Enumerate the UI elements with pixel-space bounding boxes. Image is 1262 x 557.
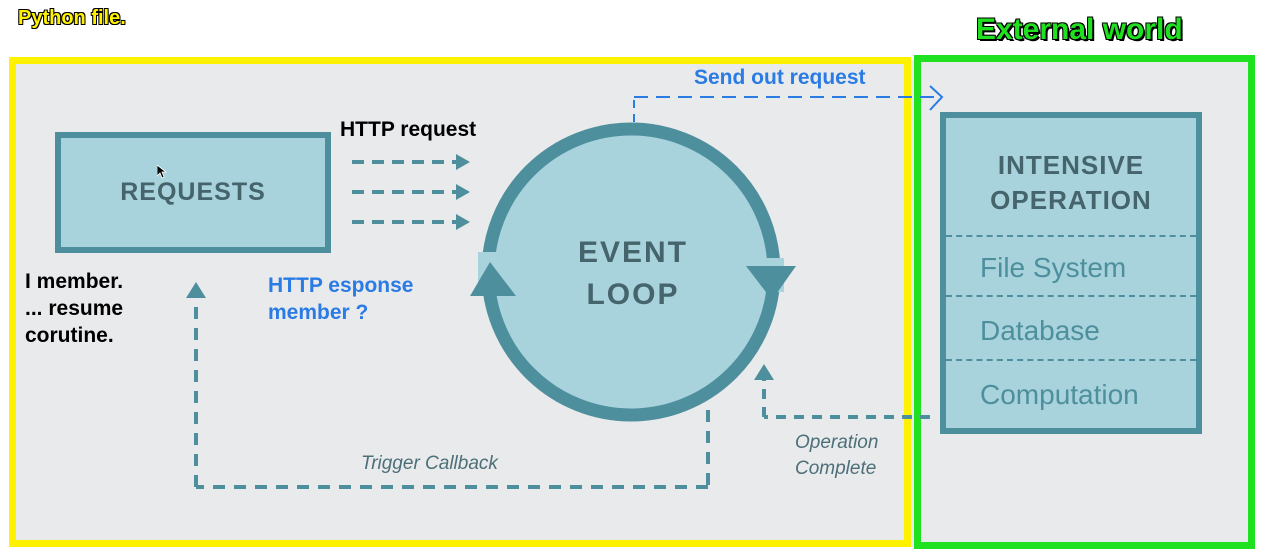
python-file-frame <box>9 57 911 547</box>
requests-box: REQUESTS <box>55 132 331 253</box>
request-arrowheads <box>456 154 470 230</box>
row-divider <box>946 235 1196 237</box>
operation-complete-line-1: Operation <box>795 432 879 453</box>
row-divider <box>946 295 1196 297</box>
send-out-request-annotation: Send out request <box>694 66 866 89</box>
intensive-operation-title: INTENSIVE OPERATION <box>946 148 1196 218</box>
intensive-title-line-1: INTENSIVE <box>997 150 1145 180</box>
intensive-operation-box: INTENSIVE OPERATION File System Database… <box>940 112 1202 434</box>
event-loop-line-2: LOOP <box>586 278 680 311</box>
request-arrows <box>352 160 458 224</box>
database-row: Database <box>980 315 1100 346</box>
external-world-label: External world <box>976 13 1183 46</box>
file-system-row: File System <box>980 252 1127 283</box>
mouse-cursor-icon <box>157 165 167 179</box>
loop-arrowhead-left <box>470 262 516 296</box>
python-file-label: Python file. <box>18 7 126 29</box>
operation-complete-arrow <box>762 380 930 419</box>
member-note-line-1: I member. <box>25 270 124 293</box>
trigger-callback-arrow <box>194 300 710 489</box>
event-loop-line-1: EVENT <box>577 236 689 269</box>
loop-arrowhead-right <box>746 266 796 300</box>
http-request-annotation: HTTP request <box>340 118 477 141</box>
row-divider <box>946 359 1196 361</box>
send-out-request-arrow <box>633 85 944 122</box>
requests-label: REQUESTS <box>120 178 266 206</box>
member-note-line-3: corutine. <box>25 324 114 347</box>
member-note-line-2: ... resume <box>25 297 124 320</box>
event-loop-label: EVENT LOOP <box>548 232 718 316</box>
operation-complete-line-2: Complete <box>795 458 877 479</box>
trigger-callback-label: Trigger Callback <box>361 453 498 474</box>
computation-row: Computation <box>980 379 1139 410</box>
operation-complete-label: Operation Complete <box>795 430 878 482</box>
external-world-frame <box>914 55 1255 549</box>
member-note-annotation: I member. ... resume corutine. <box>25 268 123 349</box>
intensive-title-line-2: OPERATION <box>990 185 1152 215</box>
http-response-line-2: member ? <box>268 301 369 324</box>
http-response-line-1: HTTP esponse <box>268 274 414 297</box>
http-response-annotation: HTTP esponse member ? <box>268 272 413 326</box>
